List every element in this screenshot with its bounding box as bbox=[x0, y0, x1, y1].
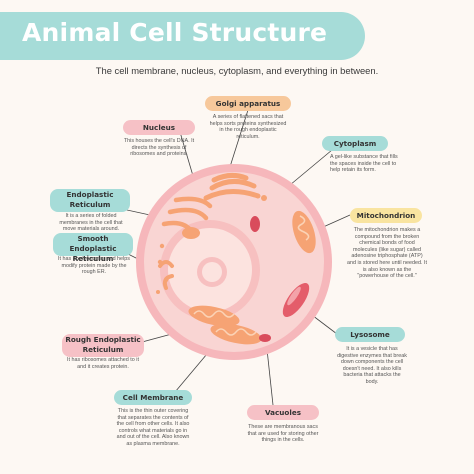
nucleolus-inner-shape bbox=[202, 262, 222, 282]
vacuoles-description: These are membranous sacs that are used … bbox=[247, 424, 319, 444]
vacuole-shape bbox=[250, 216, 260, 232]
vesicle-dot bbox=[261, 195, 267, 201]
golgi-apparatus-description: A series of flattened sacs that helps so… bbox=[209, 114, 287, 140]
mitochondrion-label: Mitochondrion bbox=[350, 208, 422, 223]
cell-membrane-leader-line bbox=[169, 347, 213, 399]
page-subtitle: The cell membrane, nucleus, cytoplasm, a… bbox=[95, 65, 379, 76]
rough-er-label: Rough Endoplastic Reticulum bbox=[62, 334, 144, 357]
title-banner bbox=[0, 12, 365, 60]
smooth-er-description: It has no ribosomes and helps modify pro… bbox=[58, 256, 130, 276]
lysosome-highlight bbox=[287, 286, 301, 306]
smooth-er-label: Smooth Endoplastic Reticulum bbox=[53, 233, 133, 263]
cell-membrane-description: This is the thin outer covering that sep… bbox=[116, 408, 190, 447]
rough-er-description: It has ribosomes attached to it and it c… bbox=[67, 357, 139, 370]
page-title: Animal Cell Structure bbox=[22, 18, 328, 47]
vacuoles-label: Vacuoles bbox=[247, 405, 319, 420]
smooth-er-shape bbox=[158, 260, 174, 290]
small-organelle-shape bbox=[182, 227, 200, 239]
lysosome-shape bbox=[282, 282, 310, 318]
cytoplasm-label: Cytoplasm bbox=[322, 136, 388, 151]
er-description: It is a series of folded membranes in th… bbox=[59, 213, 123, 233]
cytoplasm-description: A gel-like substance that fills the spac… bbox=[330, 154, 398, 174]
lysosome-description: It is a vesicle that has digestive enzym… bbox=[337, 346, 407, 385]
vacuole-small-shape bbox=[259, 334, 271, 342]
golgi-apparatus-label: Golgi apparatus bbox=[205, 96, 291, 111]
lysosome-label: Lysosome bbox=[335, 327, 405, 342]
mitochondrion-cristae bbox=[297, 215, 310, 241]
mitochondrion-description: The mitochondrion makes a compound from … bbox=[347, 227, 428, 280]
golgi-apparatus-shape bbox=[203, 172, 261, 201]
cell-membrane-label: Cell Membrane bbox=[114, 390, 192, 405]
nucleus-description: This houses the cell's DNA. It directs t… bbox=[123, 138, 195, 158]
mitochondria-bottom-shapes bbox=[188, 305, 262, 345]
er-label: Endoplastic Reticulum bbox=[50, 189, 130, 212]
nucleus-label: Nucleus bbox=[123, 120, 195, 135]
